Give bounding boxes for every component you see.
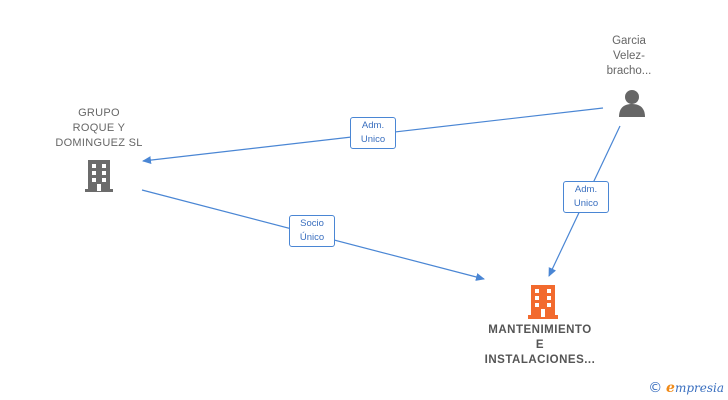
edge-label-garcia-grupo[interactable]: Adm. Unico bbox=[350, 117, 396, 149]
building-focus-icon[interactable] bbox=[527, 284, 559, 320]
brand-initial: e bbox=[666, 380, 675, 396]
person-label-garcia[interactable]: Garcia Velez- bracho... bbox=[606, 35, 652, 77]
company-label-mantenimiento[interactable]: MANTENIMIENTO E INSTALACIONES... bbox=[484, 324, 596, 366]
edge-label-garcia-mantenimiento[interactable]: Adm. Unico bbox=[563, 181, 609, 213]
copyright-symbol: © bbox=[648, 380, 663, 396]
edge-label-grupo-mantenimiento[interactable]: Socio Único bbox=[289, 215, 335, 247]
building-icon[interactable] bbox=[84, 159, 114, 193]
person-icon[interactable] bbox=[617, 88, 647, 118]
empresia-logo: © empresia bbox=[648, 380, 724, 396]
brand-name: mpresia bbox=[674, 381, 724, 395]
company-label-grupo[interactable]: GRUPO ROQUE Y DOMINGUEZ SL bbox=[55, 107, 143, 149]
